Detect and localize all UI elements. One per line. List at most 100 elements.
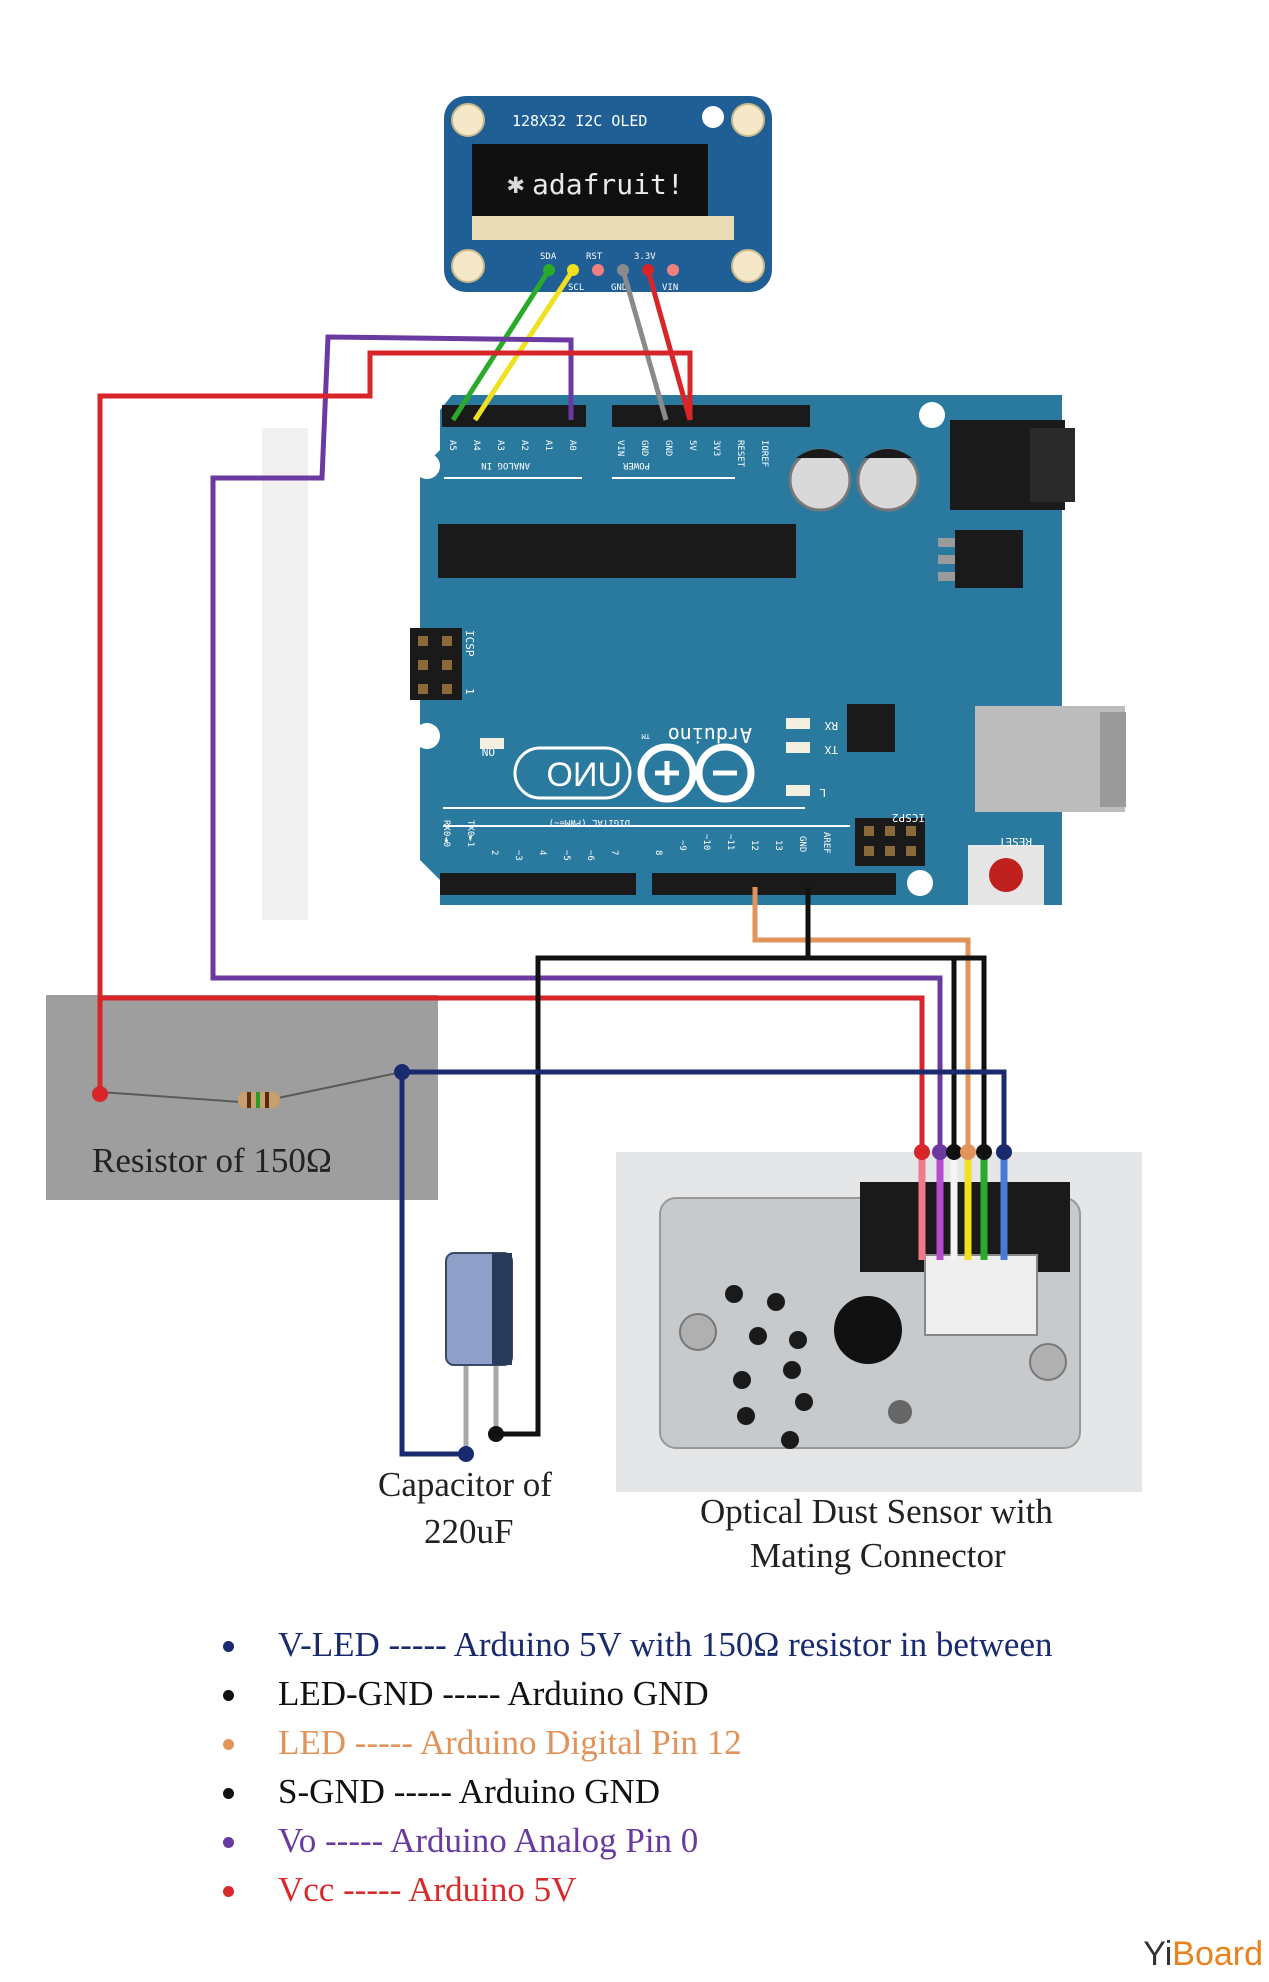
- arduino-board: [420, 395, 1062, 905]
- oled-module: 128X32 I2C OLED ✱ adafruit! SDA RST 3.3V…: [444, 96, 772, 293]
- wire-scl: [472, 268, 576, 422]
- pin-label-5v: 5V: [687, 440, 697, 451]
- junction-dot: [932, 1144, 948, 1160]
- resistor-lead: [99, 1091, 241, 1103]
- watermark-part2: Board: [1172, 1935, 1263, 1973]
- reset-label: RESET: [999, 835, 1032, 848]
- pin-label-d3: ~3: [513, 850, 523, 861]
- legend-text: S-GND ----- Arduino GND: [278, 1772, 661, 1811]
- junction-dot: [394, 1064, 410, 1080]
- pin-label-d4: 4: [537, 850, 547, 855]
- mount-hole: [907, 870, 933, 896]
- pin-label-rst: RST: [586, 252, 603, 262]
- pin-label-d2: 2: [489, 850, 499, 855]
- resistor-photo: Resistor of 150Ω: [46, 995, 438, 1200]
- reset-button: [989, 858, 1023, 892]
- legend-item-vo: Vo ----- Arduino Analog Pin 0: [208, 1816, 1208, 1865]
- trademark: TM: [642, 732, 650, 740]
- pin-label-d5: ~5: [561, 850, 571, 861]
- atmega-chip: [438, 524, 796, 578]
- power-pin-labels: VIN GND GND 5V 3V3 RESET IOREF: [615, 440, 769, 468]
- on-led: [480, 738, 504, 749]
- rx-led: [786, 718, 810, 729]
- mating-connector: [924, 1254, 1038, 1336]
- l-led: [786, 785, 810, 796]
- wire-vled-navy: [402, 1069, 1007, 1152]
- pin-label-vin: VIN: [615, 440, 625, 456]
- icsp-header: [410, 628, 462, 700]
- digital-header-high: [652, 873, 896, 895]
- wire-s-gnd: [808, 955, 987, 1152]
- capacitor-caption-line1: Capacitor of: [378, 1465, 552, 1504]
- uno-outline: [513, 746, 632, 800]
- icsp2-header: [855, 818, 925, 866]
- junction-dot: [960, 1144, 976, 1160]
- mount-hole: [414, 723, 440, 749]
- pin-label-d9: ~9: [677, 840, 687, 851]
- pin-label-gnd: GND: [639, 440, 649, 456]
- wire-sda: [450, 268, 552, 422]
- adafruit-star-icon: [702, 106, 724, 128]
- capacitor-component: [788, 448, 852, 512]
- legend-text: Vo ----- Arduino Analog Pin 0: [278, 1821, 699, 1860]
- mount-hole: [731, 249, 765, 283]
- resistor-band: [247, 1092, 251, 1108]
- bullet-icon: [223, 1641, 234, 1652]
- regulator-lead: [938, 538, 955, 547]
- legend-item-s-gnd: S-GND ----- Arduino GND: [208, 1767, 1208, 1816]
- pin-label-d6: ~6: [585, 850, 595, 861]
- oled-brand-text: adafruit!: [532, 168, 684, 201]
- usb-connector-side: [1100, 712, 1126, 807]
- sensor-caption-line2: Mating Connector: [750, 1536, 1006, 1575]
- usb-chip: [847, 704, 895, 752]
- digital-header-label: DIGITAL (PWM=~): [549, 817, 630, 827]
- arduino-brand: Arduino: [668, 723, 752, 747]
- wires: [97, 268, 1007, 1457]
- legend-text: Vcc ----- Arduino 5V: [278, 1870, 577, 1909]
- junction-dot: [914, 1144, 930, 1160]
- tx-led: [786, 742, 810, 753]
- pin-label-a3: A3: [495, 440, 505, 451]
- sensor-lead-colors: [918, 1152, 1008, 1260]
- oled-glass: [472, 216, 734, 240]
- pin-label-gnd: GND: [797, 836, 807, 852]
- mount-hole: [919, 402, 945, 428]
- pin-label-3v3: 3.3V: [634, 252, 656, 262]
- watermark-part1: Yi: [1143, 1935, 1173, 1973]
- junction-dot: [488, 1426, 504, 1442]
- capacitor-caption-line2: 220uF: [424, 1512, 513, 1551]
- pin-label-a2: A2: [519, 440, 529, 451]
- arduino-infinity-logo: [637, 743, 755, 803]
- resistor-lead: [277, 1071, 403, 1099]
- legend-text: V-LED ----- Arduino 5V with 150Ω resisto…: [278, 1625, 1053, 1664]
- legend-item-vcc: Vcc ----- Arduino 5V: [208, 1865, 1208, 1914]
- junction-dot: [92, 1086, 108, 1102]
- pin-label-d11: ~11: [725, 834, 735, 850]
- wire-led: [752, 887, 971, 1152]
- oled-pin: [667, 264, 679, 276]
- wire-vcc: [97, 350, 693, 1094]
- pin-label-reset: RESET: [735, 440, 745, 468]
- junction-dots: [92, 1064, 1012, 1462]
- junction-dot: [946, 1144, 962, 1160]
- legend-text: LED-GND ----- Arduino GND: [278, 1674, 709, 1713]
- oled-screen: [472, 144, 708, 216]
- pin-label-d12: 12: [749, 840, 759, 851]
- oled-title: 128X32 I2C OLED: [512, 112, 647, 130]
- adafruit-star-icon-screen: ✱: [507, 166, 524, 200]
- capacitor-stripe: [492, 1253, 512, 1365]
- dust-sensor-photo: Optical Dust Sensor with Mating Connecto…: [616, 1152, 1142, 1575]
- junction-dot: [458, 1446, 474, 1462]
- arduino-uno: A5 A4 A3 A2 A1 A0 ANALOG IN VIN GND GND …: [262, 395, 1126, 920]
- regulator-lead: [938, 555, 955, 564]
- wire-vled: [100, 995, 925, 1152]
- legend-item-led: LED ----- Arduino Digital Pin 12: [208, 1718, 1208, 1767]
- sensor-lens: [834, 1296, 902, 1364]
- mounting-screw: [679, 1313, 717, 1351]
- regulator-lead: [938, 572, 955, 581]
- vent-holes: [725, 1285, 813, 1449]
- board-shadow: [262, 428, 308, 920]
- l-label: L: [819, 786, 826, 799]
- uno-model: UNO: [546, 756, 622, 794]
